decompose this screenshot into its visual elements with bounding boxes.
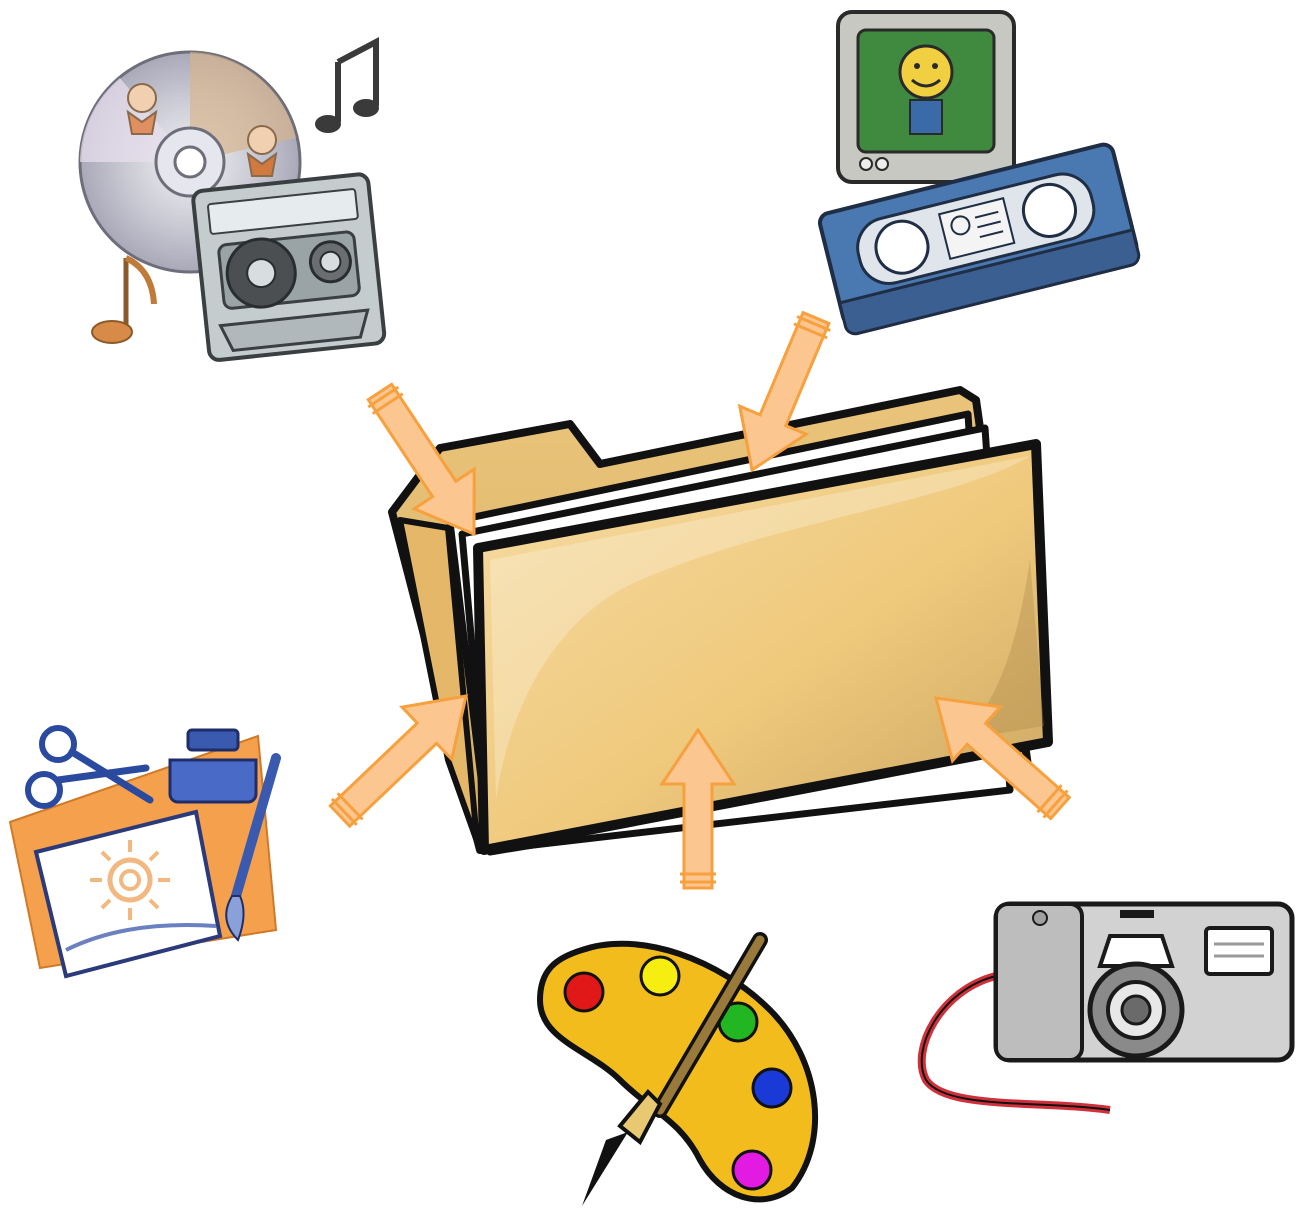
music-media-icon [80, 42, 385, 361]
paint-palette-icon [540, 940, 815, 1206]
video-media-icon [818, 12, 1141, 336]
cassette-icon [192, 173, 385, 360]
camera-icon [922, 904, 1292, 1110]
craft-art-icon [10, 728, 276, 976]
tv-icon [838, 12, 1014, 182]
